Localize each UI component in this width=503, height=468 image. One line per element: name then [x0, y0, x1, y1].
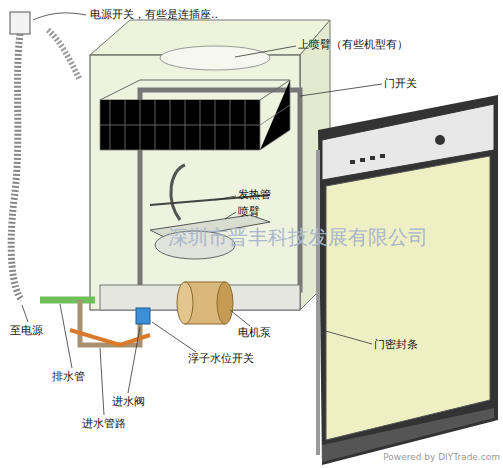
callout-label: 门开关	[384, 77, 417, 90]
water-pipe	[171, 165, 185, 220]
rack-wires	[100, 80, 290, 150]
callout-label: 门密封条	[374, 338, 418, 351]
callout-label: 进水阀	[112, 395, 145, 408]
drain-pipe	[40, 297, 95, 304]
callout-label: 至电源	[10, 324, 43, 337]
inlet-valve	[136, 308, 150, 324]
upper-spray-arm	[160, 46, 270, 70]
door-panel	[326, 156, 490, 440]
upper-hose	[48, 30, 80, 80]
watermark: Powered by DIYTrade.com	[383, 452, 500, 463]
callout-label: 电源开关，有些是连插座..	[90, 8, 218, 21]
inlet-pipe	[80, 300, 140, 345]
motor-pump-end	[217, 282, 233, 324]
leader-lines	[22, 13, 382, 415]
door-frame	[318, 95, 498, 465]
callout-label: 发热管	[238, 188, 271, 201]
callout-label: 进水管路	[82, 417, 126, 430]
callout-label: 喷臂	[238, 205, 260, 218]
power-hose	[11, 34, 22, 300]
motor-pump-face	[177, 282, 193, 324]
power-switch	[10, 12, 30, 34]
callout-label: 排水管	[52, 370, 85, 383]
cabinet-front	[90, 55, 300, 310]
rack-top	[100, 80, 290, 100]
door-buttons	[350, 135, 445, 164]
callout-label: 浮子水位开关	[188, 352, 254, 365]
callout-label: 上喷臂（有些机型有）	[298, 38, 408, 51]
watermark: 深圳市晋丰科技发展有限公司	[168, 225, 428, 249]
callout-label: 电机泵	[238, 326, 271, 339]
door-seal	[316, 150, 320, 455]
